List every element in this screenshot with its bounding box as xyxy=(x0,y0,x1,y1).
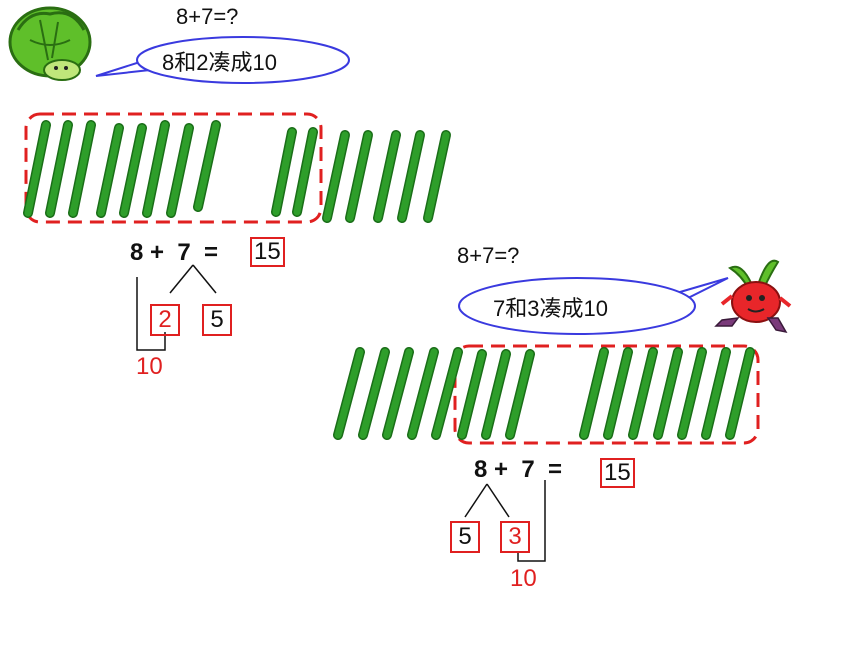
ten-label-1: 10 xyxy=(136,353,163,380)
split-box-2a: 5 xyxy=(450,521,480,553)
group-ten-box-1 xyxy=(24,112,323,224)
equation-2-result: 15 xyxy=(600,458,635,488)
question-1: 8+7=? xyxy=(176,4,239,29)
split-box-1b: 5 xyxy=(202,304,232,336)
ten-label-2: 10 xyxy=(510,565,537,592)
group-ten-box-2 xyxy=(453,344,760,445)
radish-character-icon xyxy=(714,259,792,334)
question-2: 8+7=? xyxy=(457,243,520,268)
speech-bubble-2 xyxy=(458,277,729,335)
split-box-2b: 3 xyxy=(500,521,530,553)
bubble-2-text: 7和3凑成10 xyxy=(493,296,608,321)
sticks-row-2 xyxy=(333,347,755,440)
speech-bubble-1 xyxy=(95,36,350,84)
bubble-1-text: 8和2凑成10 xyxy=(162,50,277,75)
cabbage-character-icon xyxy=(8,6,92,81)
equation-1: 8 + 7 = xyxy=(130,239,219,266)
equation-2: 8 + 7 = xyxy=(474,456,563,483)
decomposition-lines-1 xyxy=(136,264,217,351)
sticks-row-1 xyxy=(23,120,451,223)
split-box-1a: 2 xyxy=(150,304,180,336)
decomposition-lines-2 xyxy=(464,480,546,562)
equation-1-result: 15 xyxy=(250,237,285,267)
